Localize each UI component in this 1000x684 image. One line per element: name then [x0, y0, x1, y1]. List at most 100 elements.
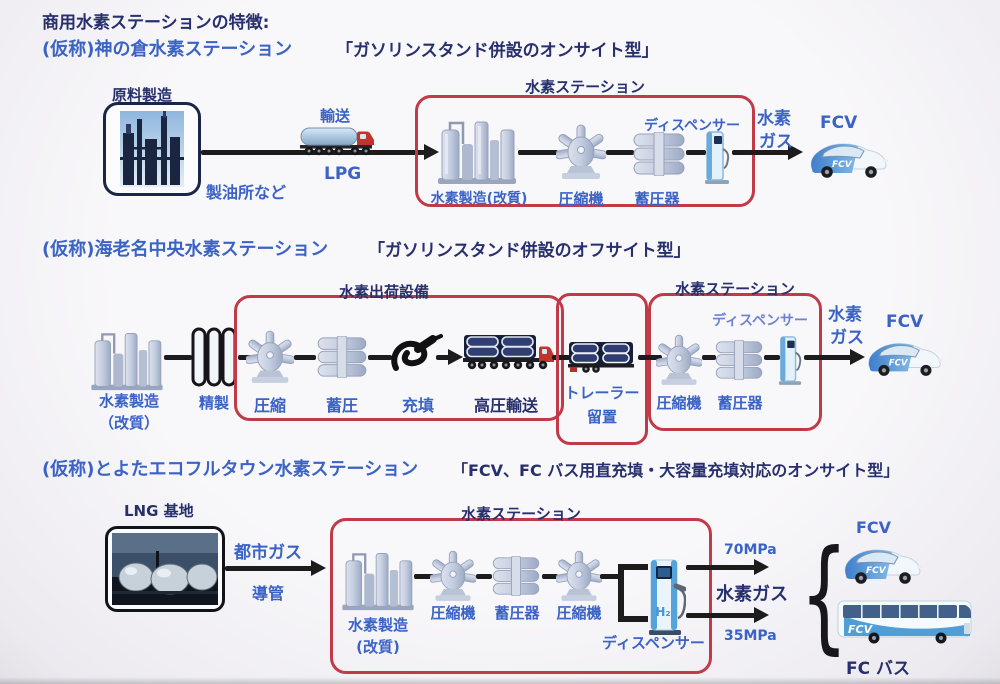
- svg-text:FCV: FCV: [848, 623, 874, 636]
- row3-compressor1-label: 圧縮機: [430, 604, 476, 622]
- row2-fcv-label: FCV: [886, 312, 924, 332]
- row3-pressure-low: 35MPa: [724, 628, 777, 644]
- row1-fcv-label: FCV: [820, 113, 858, 133]
- hydrogen-plant-icon: [438, 121, 516, 184]
- row2-accumulator-label: 蓄圧器: [717, 394, 763, 412]
- svg-text:H₂: H₂: [655, 605, 670, 619]
- arrow-head: [311, 560, 326, 576]
- row2-shipping-box-label: 水素出荷設備: [338, 283, 429, 301]
- row2-station-name: (仮称)海老名中央水素ステーション: [42, 239, 329, 260]
- row1-station-type: 「ガソリンスタンド併設のオンサイト型」: [336, 41, 659, 61]
- flow-line: [686, 613, 756, 618]
- flow-line: [225, 566, 313, 571]
- hydrogen-plant-icon: [342, 553, 414, 611]
- refinery-photo: [120, 111, 184, 187]
- compressor-icon: [556, 124, 606, 179]
- flow-line: [702, 355, 716, 360]
- fcv-car-icon: FCV: [810, 143, 889, 178]
- tube-trailer-truck-icon: [463, 335, 554, 370]
- row1-gas-line2: ガス: [759, 132, 793, 152]
- compressor-icon: [430, 550, 476, 601]
- row3-bus-label: FC バス: [846, 659, 911, 679]
- flow-line: [201, 150, 425, 155]
- flow-line: [804, 355, 852, 360]
- compressor-icon: [556, 550, 602, 601]
- flow-line: [638, 355, 662, 360]
- flow-line: [606, 150, 634, 155]
- accumulator-icon: [715, 340, 763, 380]
- fc-bus-icon: FCV: [837, 600, 972, 644]
- lng-terminal-photo: [112, 533, 218, 605]
- filling-nozzle-icon: [391, 334, 443, 371]
- row3-station-box-label: 水素ステーション: [461, 505, 581, 523]
- row1-accumulator-label: 蓄圧器: [634, 190, 680, 208]
- arrow-head: [850, 349, 865, 365]
- branch-bar: [618, 564, 624, 622]
- svg-text:FCV: FCV: [832, 160, 853, 170]
- row2-gas-line2: ガス: [830, 328, 864, 348]
- arrow-head: [424, 144, 439, 160]
- row3-pipe-line1: 都市ガス: [234, 543, 302, 563]
- flow-line: [518, 150, 558, 155]
- flow-line: [686, 150, 706, 155]
- accumulator-icon: [317, 336, 367, 378]
- row3-hydrogen-station-box: [330, 518, 712, 674]
- flow-line: [732, 150, 790, 155]
- row2-trailer-line1: トレーラー: [564, 384, 640, 402]
- dispenser-icon: [778, 336, 802, 385]
- lpg-tanker-truck-icon: [300, 127, 374, 156]
- row3-pressure-high: 70MPa: [724, 542, 777, 558]
- row2-gas-line1: 水素: [828, 305, 862, 325]
- lng-terminal-photo-frame: [105, 526, 225, 612]
- row3-dispenser-label: ディスペンサー: [602, 634, 705, 652]
- flow-line: [542, 574, 558, 579]
- arrow-head: [754, 559, 769, 575]
- row3-station-type: 「FCV、FC バス用直充填・大容量充填対応のオンサイト型」: [452, 461, 900, 480]
- parked-trailer-icon: [568, 342, 634, 373]
- row2-station-type: 「ガソリンスタンド併設のオフサイト型」: [368, 241, 691, 261]
- flow-line: [436, 355, 450, 360]
- photo-edge-shadow: [0, 677, 1000, 684]
- row1-source-caption: 製油所など: [206, 183, 287, 202]
- compressor-icon: [656, 334, 702, 385]
- row3-source-title: LNG 基地: [124, 502, 194, 520]
- flow-line: [686, 565, 756, 570]
- accumulator-icon: [633, 132, 685, 176]
- row2-accumulate-label: 蓄圧: [325, 396, 358, 415]
- row1-station-name: (仮称)神の倉水素ステーション: [42, 39, 293, 60]
- flow-line: [552, 355, 570, 360]
- page-title: 商用水素ステーションの特徴:: [42, 13, 270, 33]
- row2-purify-label: 精製: [198, 394, 229, 412]
- fcv-car-icon: FCV: [868, 343, 943, 376]
- flow-line: [368, 355, 392, 360]
- arrow-head: [448, 349, 463, 365]
- row3-fcv-label: FCV: [856, 518, 892, 537]
- row1-production-label: 水素製造(改質): [430, 191, 528, 207]
- row1-source-title: 原料製造: [112, 86, 173, 104]
- flow-line: [294, 355, 316, 360]
- h2-dispenser-icon: H₂: [649, 559, 686, 635]
- fcv-car-icon: FCV: [844, 549, 923, 584]
- row2-compress-label: 圧縮: [253, 396, 286, 415]
- row2-hydrogen-station-box: [648, 293, 822, 431]
- row2-compressor-label: 圧縮機: [656, 394, 702, 412]
- row1-fuel-label: LPG: [324, 164, 362, 184]
- svg-text:FCV: FCV: [866, 566, 887, 576]
- row2-station-box-label: 水素ステーション: [675, 280, 795, 298]
- refinery-photo-frame: [103, 102, 201, 196]
- flow-line: [414, 574, 434, 579]
- row3-production-line1: 水素製造: [347, 616, 408, 634]
- flow-line: [476, 574, 492, 579]
- dispenser-icon: [705, 131, 730, 184]
- row3-compressor2-label: 圧縮機: [556, 604, 602, 622]
- svg-text:FCV: FCV: [889, 359, 909, 369]
- purifier-icon: [191, 327, 237, 387]
- row1-station-box-label: 水素ステーション: [525, 78, 645, 96]
- row2-fill-label: 充填: [401, 396, 434, 415]
- row2-trailer-parking-box: [556, 293, 648, 445]
- flow-line: [764, 355, 780, 360]
- row1-compressor-label: 圧縮機: [558, 190, 604, 208]
- flow-line: [600, 574, 620, 579]
- row3-production-line2: (改質): [356, 638, 400, 656]
